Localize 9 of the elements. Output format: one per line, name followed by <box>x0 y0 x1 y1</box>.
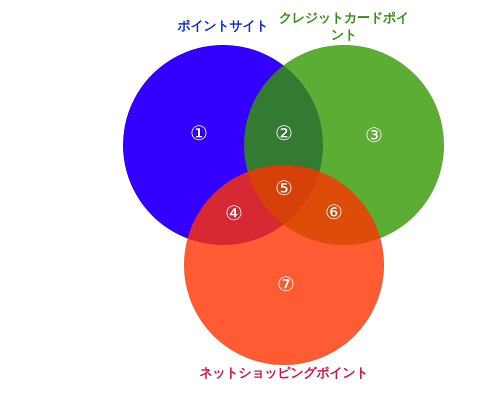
set-label: ネットショッピングポイント <box>198 365 370 382</box>
region-number: ⑤ <box>275 178 293 198</box>
region-number: ③ <box>365 125 383 145</box>
region-number: ① <box>190 123 208 143</box>
region-number: ② <box>275 123 293 143</box>
region-number: ⑥ <box>325 202 343 222</box>
region-number: ④ <box>225 203 243 223</box>
region-number: ⑦ <box>277 274 295 294</box>
set-label: クレジットカードポイント <box>278 10 410 44</box>
